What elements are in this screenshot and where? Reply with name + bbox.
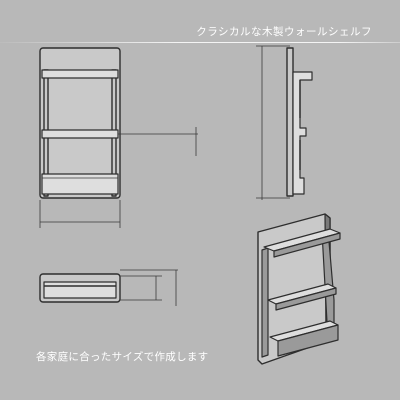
side-view-profile	[292, 71, 313, 195]
perspective-left-upright	[261, 247, 269, 358]
front-view-top-rail	[41, 69, 119, 79]
perspective-view	[257, 213, 341, 365]
front-view-back-board	[39, 47, 121, 199]
top-view	[39, 269, 178, 306]
perspective-middle-shelf-front	[275, 287, 337, 311]
page-title: クラシカルな木製ウォールシェルフ	[196, 26, 372, 38]
header-divider	[0, 42, 400, 43]
front-view-bottom-box	[41, 173, 119, 195]
top-view-shelf-face	[43, 281, 117, 299]
side-view	[256, 45, 313, 200]
front-view-middle-shelf	[41, 129, 119, 139]
perspective-bottom-box-front	[277, 324, 339, 357]
perspective-top-rail-front	[273, 232, 341, 258]
front-view	[39, 47, 198, 228]
side-view-back-board	[286, 47, 294, 197]
caption-text: 各家庭に合ったサイズで作成します	[36, 351, 209, 363]
